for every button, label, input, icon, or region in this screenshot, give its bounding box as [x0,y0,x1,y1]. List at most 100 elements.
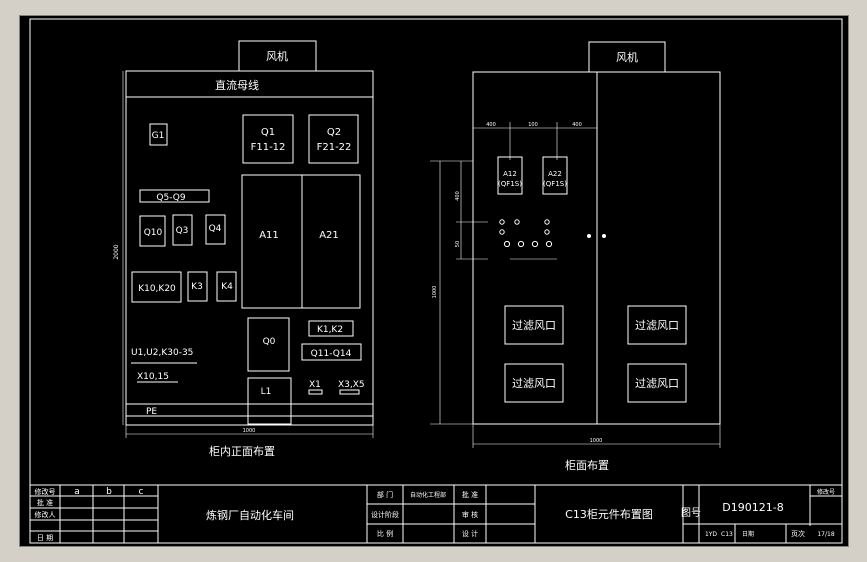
filter-vent [627,363,687,403]
q11q14-label: Q11-Q14 [311,349,352,359]
title-block-frame [29,484,843,544]
side-top-dim-2: 100 [528,122,538,128]
side-dim-v-1: 400 [455,191,461,201]
front-height-dim: 2000 [113,244,120,259]
review-label: 审 核 [462,510,478,519]
a21-label: A21 [319,230,339,241]
k4-label: K4 [221,282,233,292]
k4-box [216,271,237,302]
side-layout: 风机 400 100 400 A12 (QF1S) A22 (QF1S) 100… [430,41,721,472]
side-width-dim: 1000 [590,438,603,444]
indicator-light [514,219,520,225]
bottom-code-1: 1YD [705,531,717,538]
indicator-light [499,219,505,225]
indicator-light [499,229,505,235]
k3-label: K3 [191,282,203,292]
a11-label: A11 [259,230,279,241]
rev-header: c [139,487,144,497]
k1k2-label: K1,K2 [317,325,343,335]
filter-vent-label: 过滤风口 [512,377,556,390]
cad-drawing-canvas: 风机 直流母线 G1 Q1 F11-12 Q2 F21-22 Q5-Q9 Q10… [19,15,849,547]
q1-box [242,114,294,164]
q2-box [308,114,359,164]
q5q9-label: Q5-Q9 [156,193,185,203]
x10-label: X10,15 [137,372,169,382]
side-top-dim-3: 400 [572,122,582,128]
change-number-label: 修改号 [817,488,835,496]
drawing-number-label: 图号 [681,507,701,519]
date-label: 日期 [742,530,754,538]
a11-box [241,174,303,309]
k10k20-label: K10,K20 [138,284,176,294]
rev-row-label: 日 期 [37,534,53,542]
front-fan-label: 风机 [266,49,288,63]
a12-sub-label: (QF1S) [498,180,522,188]
q1-label: Q1 [261,127,275,138]
g1-box [149,123,168,146]
title-block: 修改号 a b c 批 准 修改人 日 期 炼钢厂自动化车间 部 门 自动化工程… [29,484,843,544]
side-total-dim: 1000 [432,286,438,299]
dept-value: 自动化工程部 [410,491,446,499]
side-top-dim-1: 400 [486,122,496,128]
front-cabinet [125,70,374,426]
cad-drawing: 风机 直流母线 G1 Q1 F11-12 Q2 F21-22 Q5-Q9 Q10… [29,18,843,544]
filter-vent-label: 过滤风口 [635,377,679,390]
u1-label: U1,U2,K30-35 [131,348,193,358]
q0-box [247,317,290,372]
selector-switch [503,240,511,248]
pe-label: PE [146,407,157,417]
a22-box [542,156,568,195]
x1-terminal [308,389,323,395]
drawing-title: C13柜元件布置图 [565,508,653,521]
x3x5-label: X3,X5 [338,380,365,390]
front-width-dim: 1000 [243,428,256,434]
rev-header: 修改号 [35,487,56,496]
q10-label: Q10 [144,228,163,238]
indicator-light [544,229,550,235]
busbar-label: 直流母线 [215,78,259,92]
designer-label: 设 计 [462,529,478,538]
dept-label: 部 门 [377,490,393,499]
filter-vent [627,305,687,345]
design-stage-label: 设计阶段 [371,510,399,519]
rev-row-label: 修改人 [35,510,56,519]
indicator-light [544,219,550,225]
filter-vent [504,305,564,345]
page-value: 17/18 [817,531,834,538]
rev-header: b [106,487,112,497]
selector-switch [531,240,539,248]
drawing-number: D190121-8 [722,501,783,514]
filter-vent-label: 过滤风口 [635,319,679,332]
filter-vent-label: 过滤风口 [512,319,556,332]
organization-name: 炼钢厂自动化车间 [206,508,294,522]
door-handle [602,234,606,238]
q1-sub-label: F11-12 [251,142,286,153]
q11q14-box [301,343,362,361]
bottom-code-2: C13 [721,531,733,538]
l1-box [247,377,292,425]
k3-box [187,271,208,302]
front-caption: 柜内正面布置 [209,444,275,458]
door-handle [587,234,591,238]
q5q9-box [139,189,210,203]
a12-box [497,156,523,195]
scale-label: 比 例 [377,529,393,538]
front-layout: 风机 直流母线 G1 Q1 F11-12 Q2 F21-22 Q5-Q9 Q10… [113,40,374,458]
a21-box [301,174,361,309]
k10k20-box [131,271,182,303]
q2-label: Q2 [327,127,341,138]
side-caption: 柜面布置 [565,459,609,472]
q4-label: Q4 [209,224,222,234]
rev-header: a [74,487,80,497]
a12-label: A12 [503,170,517,178]
selector-switch [545,240,553,248]
q0-label: Q0 [263,337,276,347]
q3-box [172,214,193,246]
a22-sub-label: (QF1S) [543,180,567,188]
side-dim-v-2: 50 [455,241,461,247]
side-fan-label: 风机 [616,50,638,64]
q3-label: Q3 [176,226,189,236]
selector-switch [517,240,525,248]
g1-label: G1 [152,131,165,141]
x1-label: X1 [309,380,321,390]
